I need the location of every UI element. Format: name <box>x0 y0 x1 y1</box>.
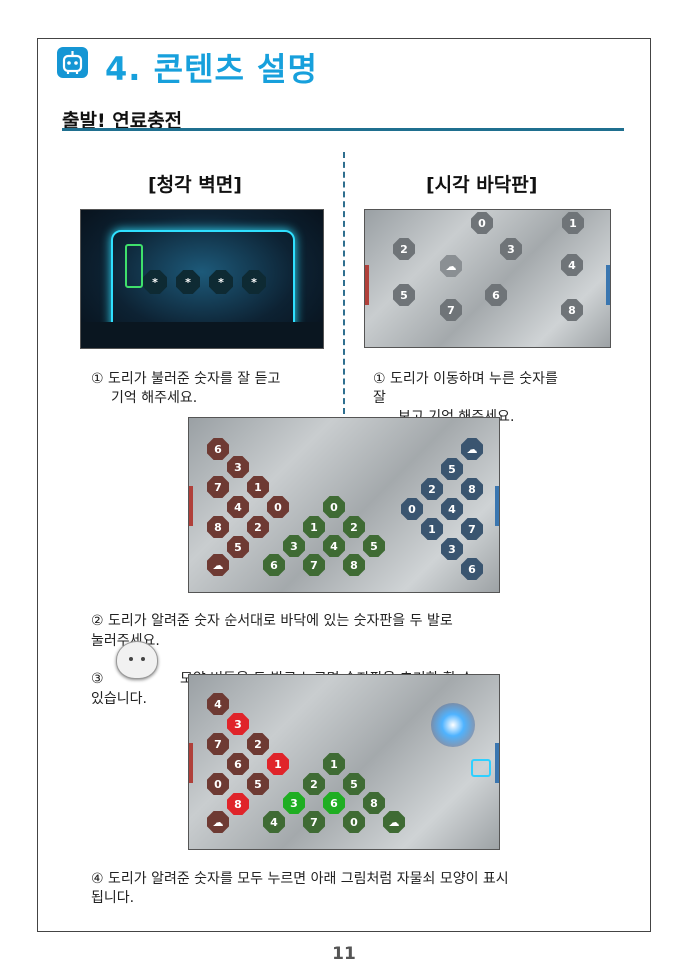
reset-tile-icon: ☁ <box>207 811 229 833</box>
board-tile: 1 <box>247 476 269 498</box>
reset-tile-icon: ☁ <box>440 255 462 277</box>
board-tile: 2 <box>303 773 325 795</box>
wall-slot: * <box>176 270 200 294</box>
board-tile: 6 <box>227 753 249 775</box>
portal-icon <box>431 703 475 747</box>
wall-console <box>81 322 323 348</box>
board-tile: 0 <box>207 773 229 795</box>
reset-tile-icon: ☁ <box>461 438 483 460</box>
floor-board-image: 0 1 2 3 4 5 6 7 8 ☁ <box>364 209 611 348</box>
board-tile: 5 <box>363 535 385 557</box>
board-tile: 0 <box>323 496 345 518</box>
left-edge-marker <box>365 265 369 305</box>
board-tile: 7 <box>303 554 325 576</box>
board-tile: 3 <box>227 456 249 478</box>
board-tile: 4 <box>263 811 285 833</box>
right-edge-marker <box>495 486 499 526</box>
left-edge-marker <box>189 486 193 526</box>
caption-step3-number: ③ <box>91 671 104 687</box>
floor-tile: 7 <box>440 299 462 321</box>
board-tile: 7 <box>207 733 229 755</box>
board-tile: 5 <box>343 773 365 795</box>
right-edge-marker <box>606 265 610 305</box>
board-tile: 0 <box>267 496 289 518</box>
floor-tile: 0 <box>471 212 493 234</box>
reset-tile-icon: ☁ <box>383 811 405 833</box>
board-tile: 6 <box>461 558 483 580</box>
board-tile: 0 <box>343 811 365 833</box>
board-tile: 8 <box>207 516 229 538</box>
column-divider <box>343 152 345 414</box>
floor-tile: 6 <box>485 284 507 306</box>
board-tile: 8 <box>461 478 483 500</box>
left-column-heading: [청각 벽면] <box>148 174 242 196</box>
page-number: 11 <box>332 944 356 964</box>
floor-tile: 4 <box>561 254 583 276</box>
board-tile: 6 <box>323 792 345 814</box>
caption-left-1: ① 도리가 불러준 숫자를 잘 듣고 <box>91 371 281 387</box>
board-tile: 4 <box>227 496 249 518</box>
board-tile: 8 <box>343 554 365 576</box>
right-edge-marker <box>495 743 499 783</box>
board-tile: 4 <box>323 535 345 557</box>
board-tile: 1 <box>421 518 443 540</box>
wall-slot: * <box>143 270 167 294</box>
right-column-heading: [시각 바닥판] <box>426 174 538 196</box>
board-tile: 3 <box>283 535 305 557</box>
board-tile: 7 <box>303 811 325 833</box>
caption-step4-1: ④ 도리가 알려준 숫자를 모두 누르면 아래 그림처럼 자물쇠 모양이 표시 <box>91 871 509 887</box>
board-tile: 4 <box>441 498 463 520</box>
board-tile: 4 <box>207 693 229 715</box>
board-tile: 3 <box>283 792 305 814</box>
section-title: 출발! 연료충전 <box>62 110 183 132</box>
board-tile: 8 <box>363 792 385 814</box>
lock-icon <box>471 759 491 777</box>
dori-reset-icon <box>116 641 158 679</box>
page-frame <box>37 38 651 932</box>
board-tile: 5 <box>247 773 269 795</box>
board-tile: 1 <box>267 753 289 775</box>
caption-step4-2: 됩니다. <box>91 890 135 906</box>
board-tile: 3 <box>227 713 249 735</box>
caption-right-2: 잘 <box>373 390 386 406</box>
caption-right-1: ① 도리가 이동하며 누른 숫자를 <box>373 371 558 387</box>
number-board-lock-image: 4 3 7 2 6 1 0 5 8 ☁ 1 2 5 3 6 8 4 7 0 ☁ <box>188 674 500 850</box>
caption-step2-1: ② 도리가 알려준 숫자 순서대로 바닥에 있는 숫자판을 두 발로 <box>91 613 453 629</box>
wall-slot: * <box>209 270 233 294</box>
board-tile: 1 <box>303 516 325 538</box>
page-title: 4. 콘텐츠 설명 <box>105 50 318 88</box>
board-tile: 6 <box>263 554 285 576</box>
board-tile: 6 <box>207 438 229 460</box>
floor-tile: 1 <box>562 212 584 234</box>
floor-tile: 2 <box>393 238 415 260</box>
section-rule <box>62 128 624 131</box>
board-tile: 7 <box>461 518 483 540</box>
board-tile: 8 <box>227 793 249 815</box>
board-tile: 7 <box>207 476 229 498</box>
robot-icon <box>57 47 88 78</box>
wall-screen-image: * * * * <box>80 209 324 349</box>
board-tile: 2 <box>421 478 443 500</box>
board-tile: 5 <box>227 536 249 558</box>
fuel-gauge <box>125 244 143 288</box>
board-tile: 3 <box>441 538 463 560</box>
board-tile: 0 <box>401 498 423 520</box>
caption-left-2: 기억 해주세요. <box>111 390 198 406</box>
left-edge-marker <box>189 743 193 783</box>
board-tile: 2 <box>247 733 269 755</box>
floor-tile: 8 <box>561 299 583 321</box>
board-tile: 5 <box>441 458 463 480</box>
reset-tile-icon: ☁ <box>207 554 229 576</box>
board-tile: 1 <box>323 753 345 775</box>
number-board-image: 6 3 7 1 4 0 8 2 5 ☁ 0 1 2 3 4 5 6 7 8 5 … <box>188 417 500 593</box>
floor-tile: 5 <box>393 284 415 306</box>
caption-step3-2: 있습니다. <box>91 691 147 707</box>
board-tile: 2 <box>247 516 269 538</box>
board-tile: 2 <box>343 516 365 538</box>
floor-tile: 3 <box>500 238 522 260</box>
wall-slot: * <box>242 270 266 294</box>
